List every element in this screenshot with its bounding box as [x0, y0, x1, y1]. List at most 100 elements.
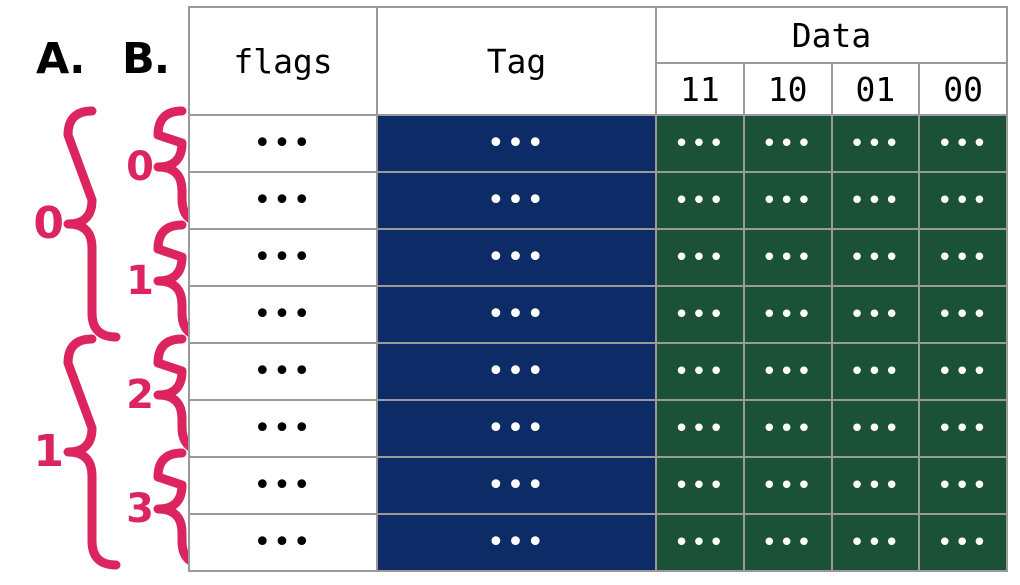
cell-data-word-01: •••: [830, 513, 921, 572]
cell-data-word-00: •••: [918, 456, 1008, 515]
ellipsis-placeholder: •••: [937, 299, 990, 330]
cell-data-word-00: •••: [918, 114, 1008, 173]
ellipsis-placeholder: •••: [849, 242, 902, 273]
cell-data-word-01: •••: [830, 228, 921, 287]
cell-data-word-01: •••: [830, 171, 921, 230]
section-label-b: B.: [122, 34, 170, 84]
curly-brace-path: [153, 106, 211, 228]
cell-data-word-11: •••: [655, 456, 745, 515]
cell-data-word-10: •••: [742, 228, 833, 287]
cell-flags: •••: [188, 114, 378, 173]
ellipsis-placeholder: •••: [937, 356, 990, 387]
ellipsis-placeholder: •••: [486, 467, 547, 503]
table-row: ••••••••••••••••••: [188, 513, 1008, 572]
column-header-flags: flags: [188, 6, 378, 116]
cell-data-word-11: •••: [655, 342, 745, 401]
cell-data-word-00: •••: [918, 171, 1008, 230]
table-body: ••••••••••••••••••••••••••••••••••••••••…: [188, 114, 1008, 572]
ellipsis-placeholder: •••: [849, 470, 902, 501]
ellipsis-placeholder: •••: [849, 527, 902, 558]
ellipsis-placeholder: •••: [253, 524, 313, 560]
cell-flags: •••: [188, 513, 378, 572]
ellipsis-placeholder: •••: [849, 413, 902, 444]
cell-tag: •••: [376, 228, 657, 287]
brace-b-label-0: 0: [126, 144, 154, 190]
ellipsis-placeholder: •••: [937, 185, 990, 216]
cell-data-word-00: •••: [918, 399, 1008, 458]
cell-flags: •••: [188, 285, 378, 344]
section-label-a: A.: [36, 34, 85, 84]
cell-data-word-01: •••: [830, 456, 921, 515]
cell-data-word-10: •••: [742, 456, 833, 515]
ellipsis-placeholder: •••: [761, 356, 814, 387]
cell-flags: •••: [188, 456, 378, 515]
cell-flags: •••: [188, 342, 378, 401]
ellipsis-placeholder: •••: [937, 128, 990, 159]
brace-b-label-2: 2: [126, 372, 154, 418]
cell-data-word-11: •••: [655, 114, 745, 173]
brace-a-1: 1: [33, 334, 121, 570]
ellipsis-placeholder: •••: [253, 125, 313, 161]
brace-b-0: 0: [126, 106, 211, 228]
curly-brace-path: [153, 334, 211, 456]
ellipsis-placeholder: •••: [253, 182, 313, 218]
cell-data-word-01: •••: [830, 285, 921, 344]
cell-tag: •••: [376, 114, 657, 173]
ellipsis-placeholder: •••: [673, 356, 726, 387]
cell-data-word-00: •••: [918, 342, 1008, 401]
cell-data-word-10: •••: [742, 171, 833, 230]
table-row: ••• ••• ••• ••• ••• •••: [188, 285, 1008, 344]
ellipsis-placeholder: •••: [849, 356, 902, 387]
ellipsis-placeholder: •••: [486, 524, 547, 560]
table-row: ••••••••••••••••••: [188, 456, 1008, 515]
brace-b-label-1: 1: [126, 258, 154, 304]
table-row: ••• ••• ••• ••• ••• •••: [188, 228, 1008, 287]
ellipsis-placeholder: •••: [486, 239, 547, 275]
ellipsis-placeholder: •••: [761, 242, 814, 273]
ellipsis-placeholder: •••: [761, 413, 814, 444]
column-header-word-01: 01: [830, 62, 921, 116]
ellipsis-placeholder: •••: [486, 296, 547, 332]
column-header-word-00: 00: [918, 62, 1008, 116]
ellipsis-placeholder: •••: [253, 353, 313, 389]
brace-a-label-0: 0: [33, 198, 64, 249]
ellipsis-placeholder: •••: [486, 410, 547, 446]
ellipsis-placeholder: •••: [673, 128, 726, 159]
brace-b-2: 2: [126, 334, 211, 456]
curly-brace-path: [63, 106, 121, 342]
ellipsis-placeholder: •••: [673, 185, 726, 216]
ellipsis-placeholder: •••: [486, 353, 547, 389]
cell-data-word-01: •••: [830, 399, 921, 458]
ellipsis-placeholder: •••: [253, 410, 313, 446]
ellipsis-placeholder: •••: [761, 185, 814, 216]
brace-a-label-1: 1: [33, 426, 64, 477]
cell-flags: •••: [188, 171, 378, 230]
ellipsis-placeholder: •••: [673, 413, 726, 444]
ellipsis-placeholder: •••: [849, 185, 902, 216]
cell-flags: •••: [188, 228, 378, 287]
brace-b-label-3: 3: [126, 486, 154, 532]
cell-data-word-11: •••: [655, 171, 745, 230]
cell-data-word-11: •••: [655, 513, 745, 572]
ellipsis-placeholder: •••: [937, 527, 990, 558]
ellipsis-placeholder: •••: [253, 296, 313, 332]
column-header-word-10: 10: [742, 62, 833, 116]
cell-data-word-11: •••: [655, 228, 745, 287]
cell-data-word-11: •••: [655, 285, 745, 344]
cell-data-word-01: •••: [830, 342, 921, 401]
ellipsis-placeholder: •••: [937, 242, 990, 273]
cell-data-word-10: •••: [742, 342, 833, 401]
cell-tag: •••: [376, 399, 657, 458]
ellipsis-placeholder: •••: [253, 239, 313, 275]
ellipsis-placeholder: •••: [761, 299, 814, 330]
table-row: ••••••••••••••••••: [188, 114, 1008, 173]
ellipsis-placeholder: •••: [937, 413, 990, 444]
cell-tag: •••: [376, 171, 657, 230]
curly-brace-path: [153, 448, 211, 570]
cell-data-word-10: •••: [742, 513, 833, 572]
brace-a-0: 0: [33, 106, 121, 342]
cell-tag: •••: [376, 285, 657, 344]
